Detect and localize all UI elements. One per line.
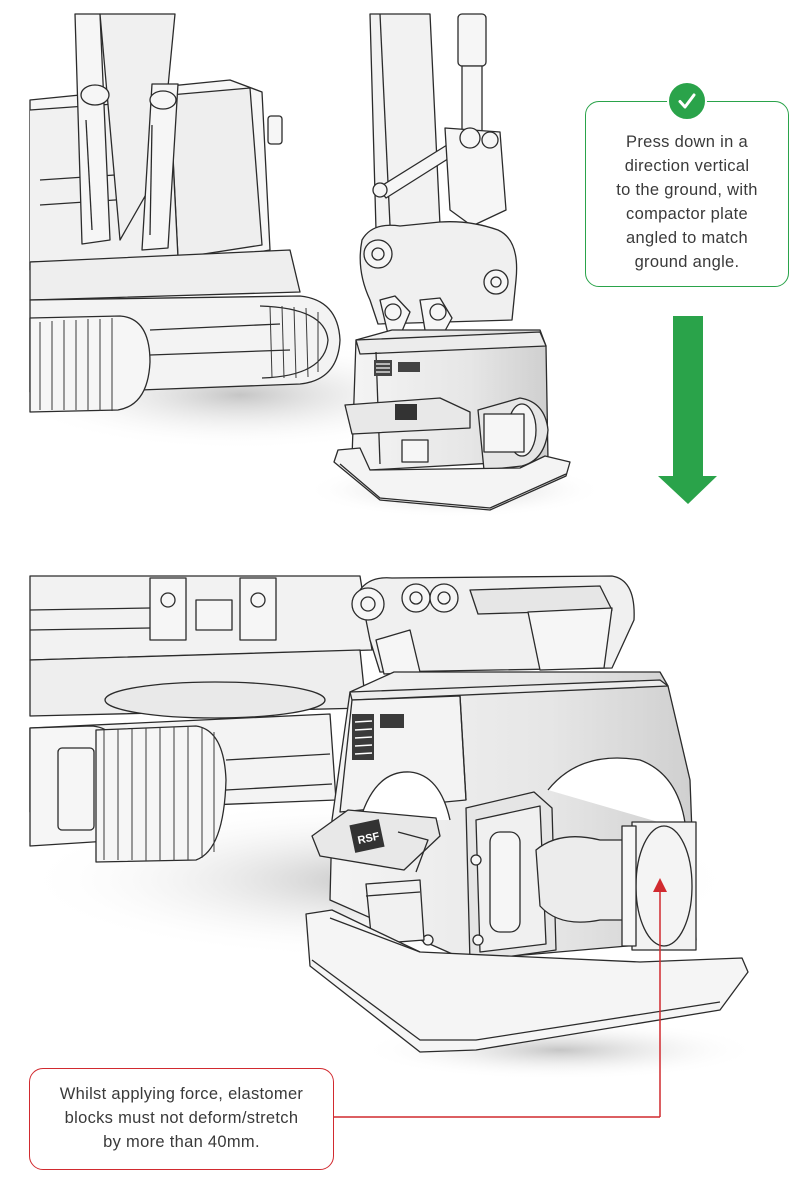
boom-cylinders-top — [74, 13, 179, 251]
instruction-line: compactor plate — [626, 205, 748, 223]
top-scene — [10, 13, 605, 518]
instruction-line: angled to match — [626, 229, 748, 247]
instruction-line: direction vertical — [624, 157, 750, 175]
check-icon — [667, 81, 707, 121]
instruction-line: Press down in a — [626, 133, 748, 151]
check-mark-glyph — [678, 93, 696, 109]
instruction-line: to the ground, with — [616, 181, 758, 199]
dipper-arm-top — [369, 13, 489, 241]
instruction-callout: Press down in a direction vertical to th… — [585, 101, 789, 287]
quick-coupler-bottom — [351, 575, 635, 675]
bottom-scene: RSF — [20, 575, 760, 1080]
excavator-track-top — [29, 295, 341, 413]
down-arrow — [658, 316, 717, 504]
plate-brand-label: RSF — [357, 831, 381, 847]
red-leader-line — [334, 878, 667, 1118]
excavator-track-bottom — [29, 713, 337, 863]
compactor-top — [333, 329, 571, 511]
warning-callout: Whilst applying force, elastomer blocks … — [29, 1068, 334, 1170]
warning-line: by more than 40mm. — [103, 1133, 260, 1151]
quick-coupler-top — [359, 127, 518, 341]
excavator-body-bottom — [29, 575, 373, 719]
compactor-bottom: RSF — [305, 671, 749, 1053]
warning-line: blocks must not deform/stretch — [64, 1109, 299, 1127]
instruction-line: ground angle. — [634, 253, 740, 271]
warning-line: Whilst applying force, elastomer — [59, 1085, 304, 1103]
